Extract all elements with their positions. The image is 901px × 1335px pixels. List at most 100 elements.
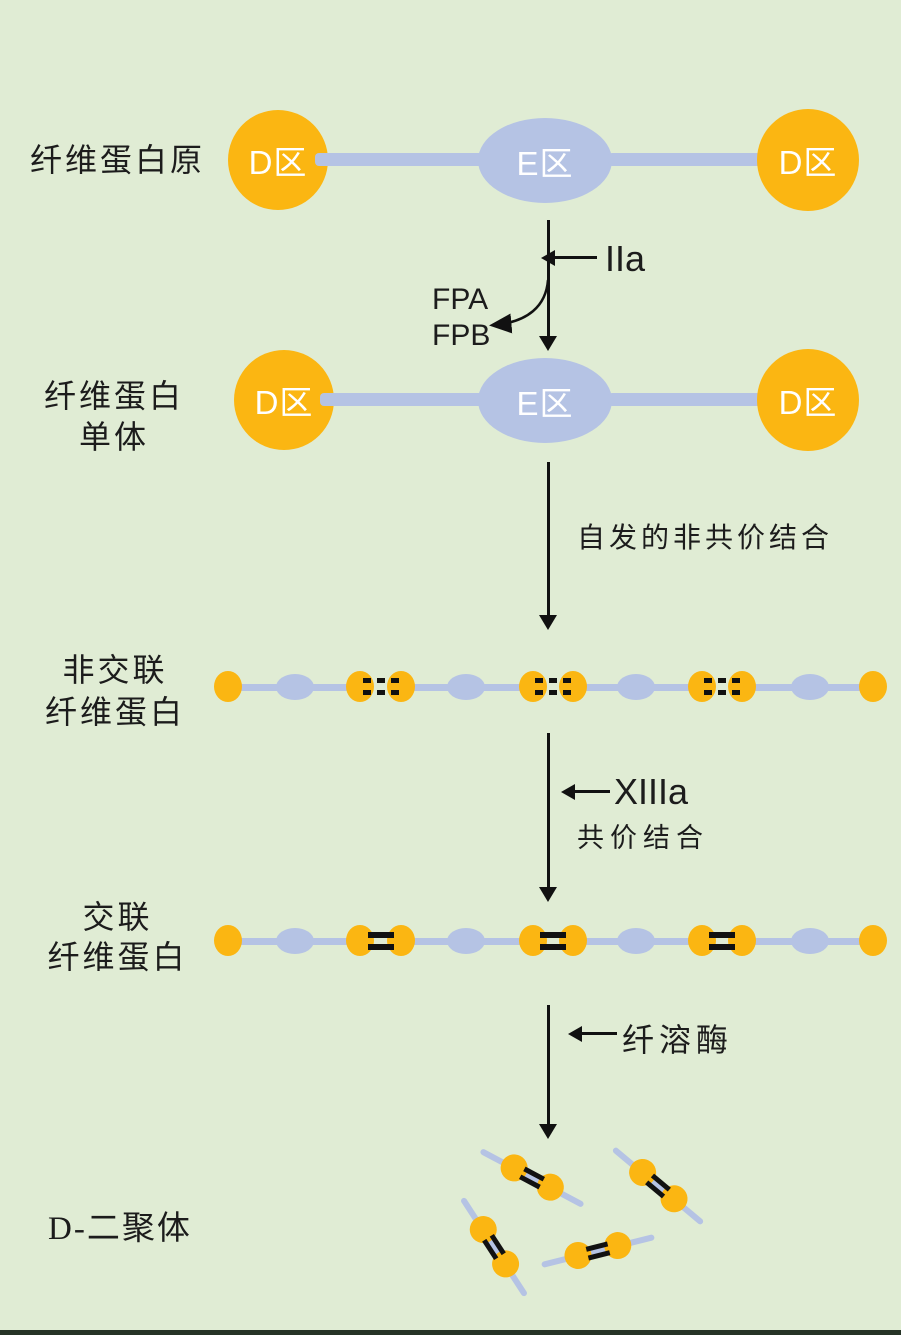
crosslinked-label-line2: 纤维蛋白 [47,939,188,975]
d-dimer-fragment [605,1138,712,1234]
covalent-bond-solid [709,944,735,950]
chain-connector [810,938,873,945]
chain-connector [466,938,533,945]
noncovalent-bond-dashed [704,690,740,695]
d-domain-right-monomer: D区 [757,349,859,451]
e-domain-fibrinogen: E区 [478,118,612,203]
d-domain-left-monomer: D区 [234,350,334,450]
d-domain-node [519,671,547,702]
crosslinked-fibrin-label: 交联 纤维蛋白 [25,897,210,977]
plasmin-label: 纤溶酶 [622,1022,734,1058]
d-domain-right-fibrinogen: D区 [757,109,859,211]
d-domain-left-fibrinogen: D区 [228,110,328,210]
d-domain-node [214,671,242,702]
covalent-bond-solid [709,932,735,938]
fibrin-monomer-label: 纤维蛋白 单体 [28,376,200,458]
chain-connector [466,684,533,691]
d-domain-node [519,925,547,956]
coil-connector [320,393,490,406]
covalent-binding-caption: 共价结合 [577,823,709,853]
e-domain-node [617,928,655,954]
noncrosslinked-fibrin-label: 非交联 纤维蛋白 [25,649,205,733]
fpa-label: FPA [432,283,489,316]
dimer-tail-line [540,1234,656,1268]
chain-connector [295,938,360,945]
d-domain-node [387,925,415,956]
chain-connector [636,938,702,945]
chain-connector [401,684,466,691]
chain-connector [401,938,466,945]
step3-arrow-line [547,733,550,888]
d-dimer-fragment [538,1223,657,1278]
noncovalent-bond-dashed [362,690,399,695]
e-domain-node [791,928,829,954]
d-domain-node [859,925,887,956]
e-domain-node [276,928,314,954]
d-domain-label: D区 [248,144,308,181]
e-domain-monomer: E区 [478,358,612,443]
e-domain-node [617,674,655,700]
plasmin-arrowhead-icon [568,1026,582,1042]
chain-connector [742,684,810,691]
coil-connector [608,153,768,166]
step2-arrow-line [547,462,550,616]
chain-connector [295,684,360,691]
noncrosslinked-label-line2: 纤维蛋白 [44,694,185,730]
d-domain-node [559,671,587,702]
noncovalent-bond-dashed [535,678,571,683]
step4-arrowhead-icon [539,1124,557,1139]
e-domain-label: E区 [516,144,574,182]
e-domain-node [447,928,485,954]
e-domain-label: E区 [516,384,574,422]
d-dimer-label-text: D-二聚体 [48,1211,192,1247]
dimer-tail-line [459,1196,529,1298]
covalent-bond-solid [540,932,566,938]
d-domain-node [346,671,374,702]
fibrinogen-label: 纤维蛋白原 [29,142,205,178]
dimer-tail-line [611,1146,705,1226]
thrombin-arrow-line [555,256,597,259]
noncovalent-bond-dashed [704,678,740,683]
fibrin-monomer-label-line2: 单体 [78,419,149,455]
xiiia-arrow-line [575,790,610,793]
d-dimer-label: D-二聚体 [48,1201,192,1249]
d-domain-node [688,925,716,956]
d-domain-node [346,925,374,956]
bottom-edge-bar [0,1330,901,1335]
d-dimer-fragment [451,1191,538,1304]
crosslinked-label-line1: 交联 [82,899,153,935]
fpb-label: FPB [432,319,491,352]
coil-connector [315,153,490,166]
coil-connector [608,393,768,406]
noncovalent-binding-caption: 自发的非共价结合 [577,523,834,554]
e-domain-node [276,674,314,700]
step3-arrowhead-icon [539,887,557,902]
d-domain-node [688,671,716,702]
covalent-bond-solid [540,944,566,950]
covalent-bond-solid [367,944,394,950]
noncovalent-bond-dashed [535,690,571,695]
noncovalent-bond-dashed [362,678,399,683]
d-domain-label: D区 [778,144,838,181]
d-domain-node [387,671,415,702]
chain-connector [742,938,810,945]
chain-connector [573,938,636,945]
fpa-release-curved-arrow [489,279,550,334]
xiiia-arrowhead-icon [561,784,575,800]
d-domain-label: D区 [254,384,314,421]
d-domain-label: D区 [778,384,838,421]
thrombin-arrowhead-icon [541,250,555,266]
e-domain-node [791,674,829,700]
d-domain-node [214,925,242,956]
thrombin-iia-label: IIa [605,238,646,279]
fibrin-monomer-label-line1: 纤维蛋白 [43,378,184,414]
step1-arrowhead-icon [539,336,557,351]
chain-connector [228,938,295,945]
d-domain-node [559,925,587,956]
dimer-tail-line [479,1148,585,1208]
d-dimer-fragment [474,1138,590,1217]
d-domain-node [859,671,887,702]
step2-arrowhead-icon [539,615,557,630]
d-domain-node [728,925,756,956]
